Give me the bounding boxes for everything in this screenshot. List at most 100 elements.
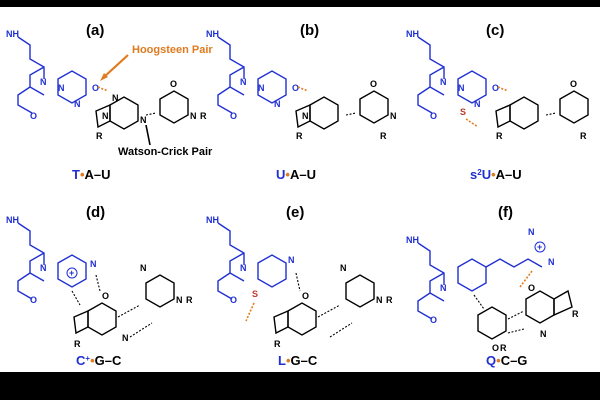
o6-d: O <box>102 291 109 301</box>
o-backbone-e: O <box>230 295 237 305</box>
n7-b: N <box>302 111 309 121</box>
wc-bond-c <box>545 112 557 116</box>
r-right-e: R <box>386 295 393 305</box>
wc-bond-b <box>345 112 357 116</box>
o-backbone-b: O <box>230 111 237 121</box>
hb-d-2 <box>95 274 101 292</box>
n-right-e: N <box>376 295 383 305</box>
o-uracil-a: O <box>170 79 177 89</box>
o-backbone-d: O <box>30 295 37 305</box>
n3-b: N <box>274 99 281 109</box>
plus-d: + <box>69 268 74 278</box>
guanine-five-ring-d <box>73 309 89 335</box>
figure-canvas: (a) NH N O N N O N N R N <box>0 7 600 372</box>
backbone-d <box>17 222 45 300</box>
n-backbone-e: N <box>240 263 247 273</box>
cytosine-right-ring-d <box>145 274 175 308</box>
o6-f: O <box>528 283 535 293</box>
panel-f: (f) NH N O N + N O R O <box>406 204 579 368</box>
sulfur-bond-c <box>465 118 479 128</box>
l-ring-e <box>257 254 287 288</box>
base-pair-figure: (a) NH N O N N O N N R N <box>6 22 589 368</box>
uracil-ring-right-b <box>359 90 389 124</box>
plus-f: + <box>537 242 542 252</box>
r-adenine-c: R <box>496 131 503 141</box>
n-uracil-a: N <box>190 111 197 121</box>
charge-circle-d <box>66 267 78 279</box>
backbone-c <box>417 36 445 114</box>
caption-a: T•A–U <box>72 167 111 182</box>
nh-b: NH <box>206 29 219 39</box>
caption-c: s2U•A–U <box>470 167 522 182</box>
sulfur-c: S <box>460 107 466 117</box>
o4-a: O <box>92 83 99 93</box>
panel-label-c: (c) <box>486 22 504 39</box>
adenine-five-ring-c <box>495 103 511 129</box>
nh-guanine-d: N <box>122 333 129 343</box>
o-backbone-c: O <box>430 111 437 121</box>
guanine-five-ring-f <box>553 289 573 317</box>
n-backbone-c: N <box>440 77 447 87</box>
r-adenine-b: R <box>296 131 303 141</box>
nh2-right-e: N <box>340 263 347 273</box>
nh-top-e: N <box>288 255 295 265</box>
wc-bond-e-2 <box>329 322 353 338</box>
adenine-five-ring-b <box>295 103 311 129</box>
o-backbone-f: O <box>430 315 437 325</box>
nh2-guanine-f: N <box>540 329 547 339</box>
panel-d: (d) NH N O + N O R N N N <box>6 204 193 368</box>
panel-label-d: (d) <box>86 204 105 221</box>
wc-bond-e-1 <box>317 304 341 318</box>
r-uracil-c: R <box>580 131 587 141</box>
caption-f: Q•C–G <box>486 353 527 368</box>
n1-b: N <box>258 83 265 93</box>
adenine-ring-b <box>309 96 339 130</box>
panel-c: (c) NH N O N N S O R O R s2U• <box>406 22 589 182</box>
r-guanine-f: R <box>572 309 579 319</box>
r-adenine-a: R <box>96 131 103 141</box>
caption-b: U•A–U <box>276 167 316 182</box>
nh-f: NH <box>406 235 419 245</box>
o-uracil-c: O <box>570 79 577 89</box>
annotation-watson-crick: Watson-Crick Pair <box>118 146 213 158</box>
n6-a: N <box>112 93 119 103</box>
s2u-ring-c <box>457 70 487 104</box>
cytosine-ring-d <box>57 254 87 288</box>
o-uracil-b: O <box>370 79 377 89</box>
arrow-watson-crick <box>145 124 151 146</box>
n-backbone-d: N <box>40 263 47 273</box>
wc-bond-a <box>145 112 157 116</box>
panel-e: (e) NH N O N S O R N N R <box>206 204 393 368</box>
r-cytosine-f: R <box>500 343 507 353</box>
wc-bond-f-2 <box>507 328 525 334</box>
guanine-five-ring-e <box>273 309 289 335</box>
nh-e: NH <box>206 215 219 225</box>
hb-e-1 <box>295 272 301 292</box>
panel-label-e: (e) <box>286 204 304 221</box>
n1-adenine-a: N <box>140 115 147 125</box>
wc-bond-d-1 <box>117 304 141 318</box>
o4-c: O <box>492 83 499 93</box>
o4-b: O <box>292 83 299 93</box>
uracil-ring-c <box>559 90 589 124</box>
annotation-hoogsteen: Hoogsteen Pair <box>132 44 213 56</box>
arrowhead-hoogsteen <box>100 73 108 81</box>
n-backbone-f: N <box>440 283 447 293</box>
guanine-ring-e <box>287 302 317 336</box>
q-ring-f <box>457 258 487 292</box>
hoogsteen-bond-c <box>497 86 509 92</box>
o-cytosine-f: O <box>492 343 499 353</box>
n-right-d: N <box>176 295 183 305</box>
r-uracil-a: R <box>200 111 207 121</box>
o6-e: O <box>302 291 309 301</box>
caption-e: L•G–C <box>278 353 318 368</box>
nh-a: NH <box>6 29 19 39</box>
hoogsteen-bond-a <box>97 86 109 92</box>
cytosine-ring-e <box>345 274 375 308</box>
n1-a: N <box>58 83 65 93</box>
charge-circle-f <box>534 241 546 253</box>
nh3-f: N <box>528 227 535 237</box>
uracil-ring-a <box>159 90 189 124</box>
n1-c: N <box>458 83 465 93</box>
